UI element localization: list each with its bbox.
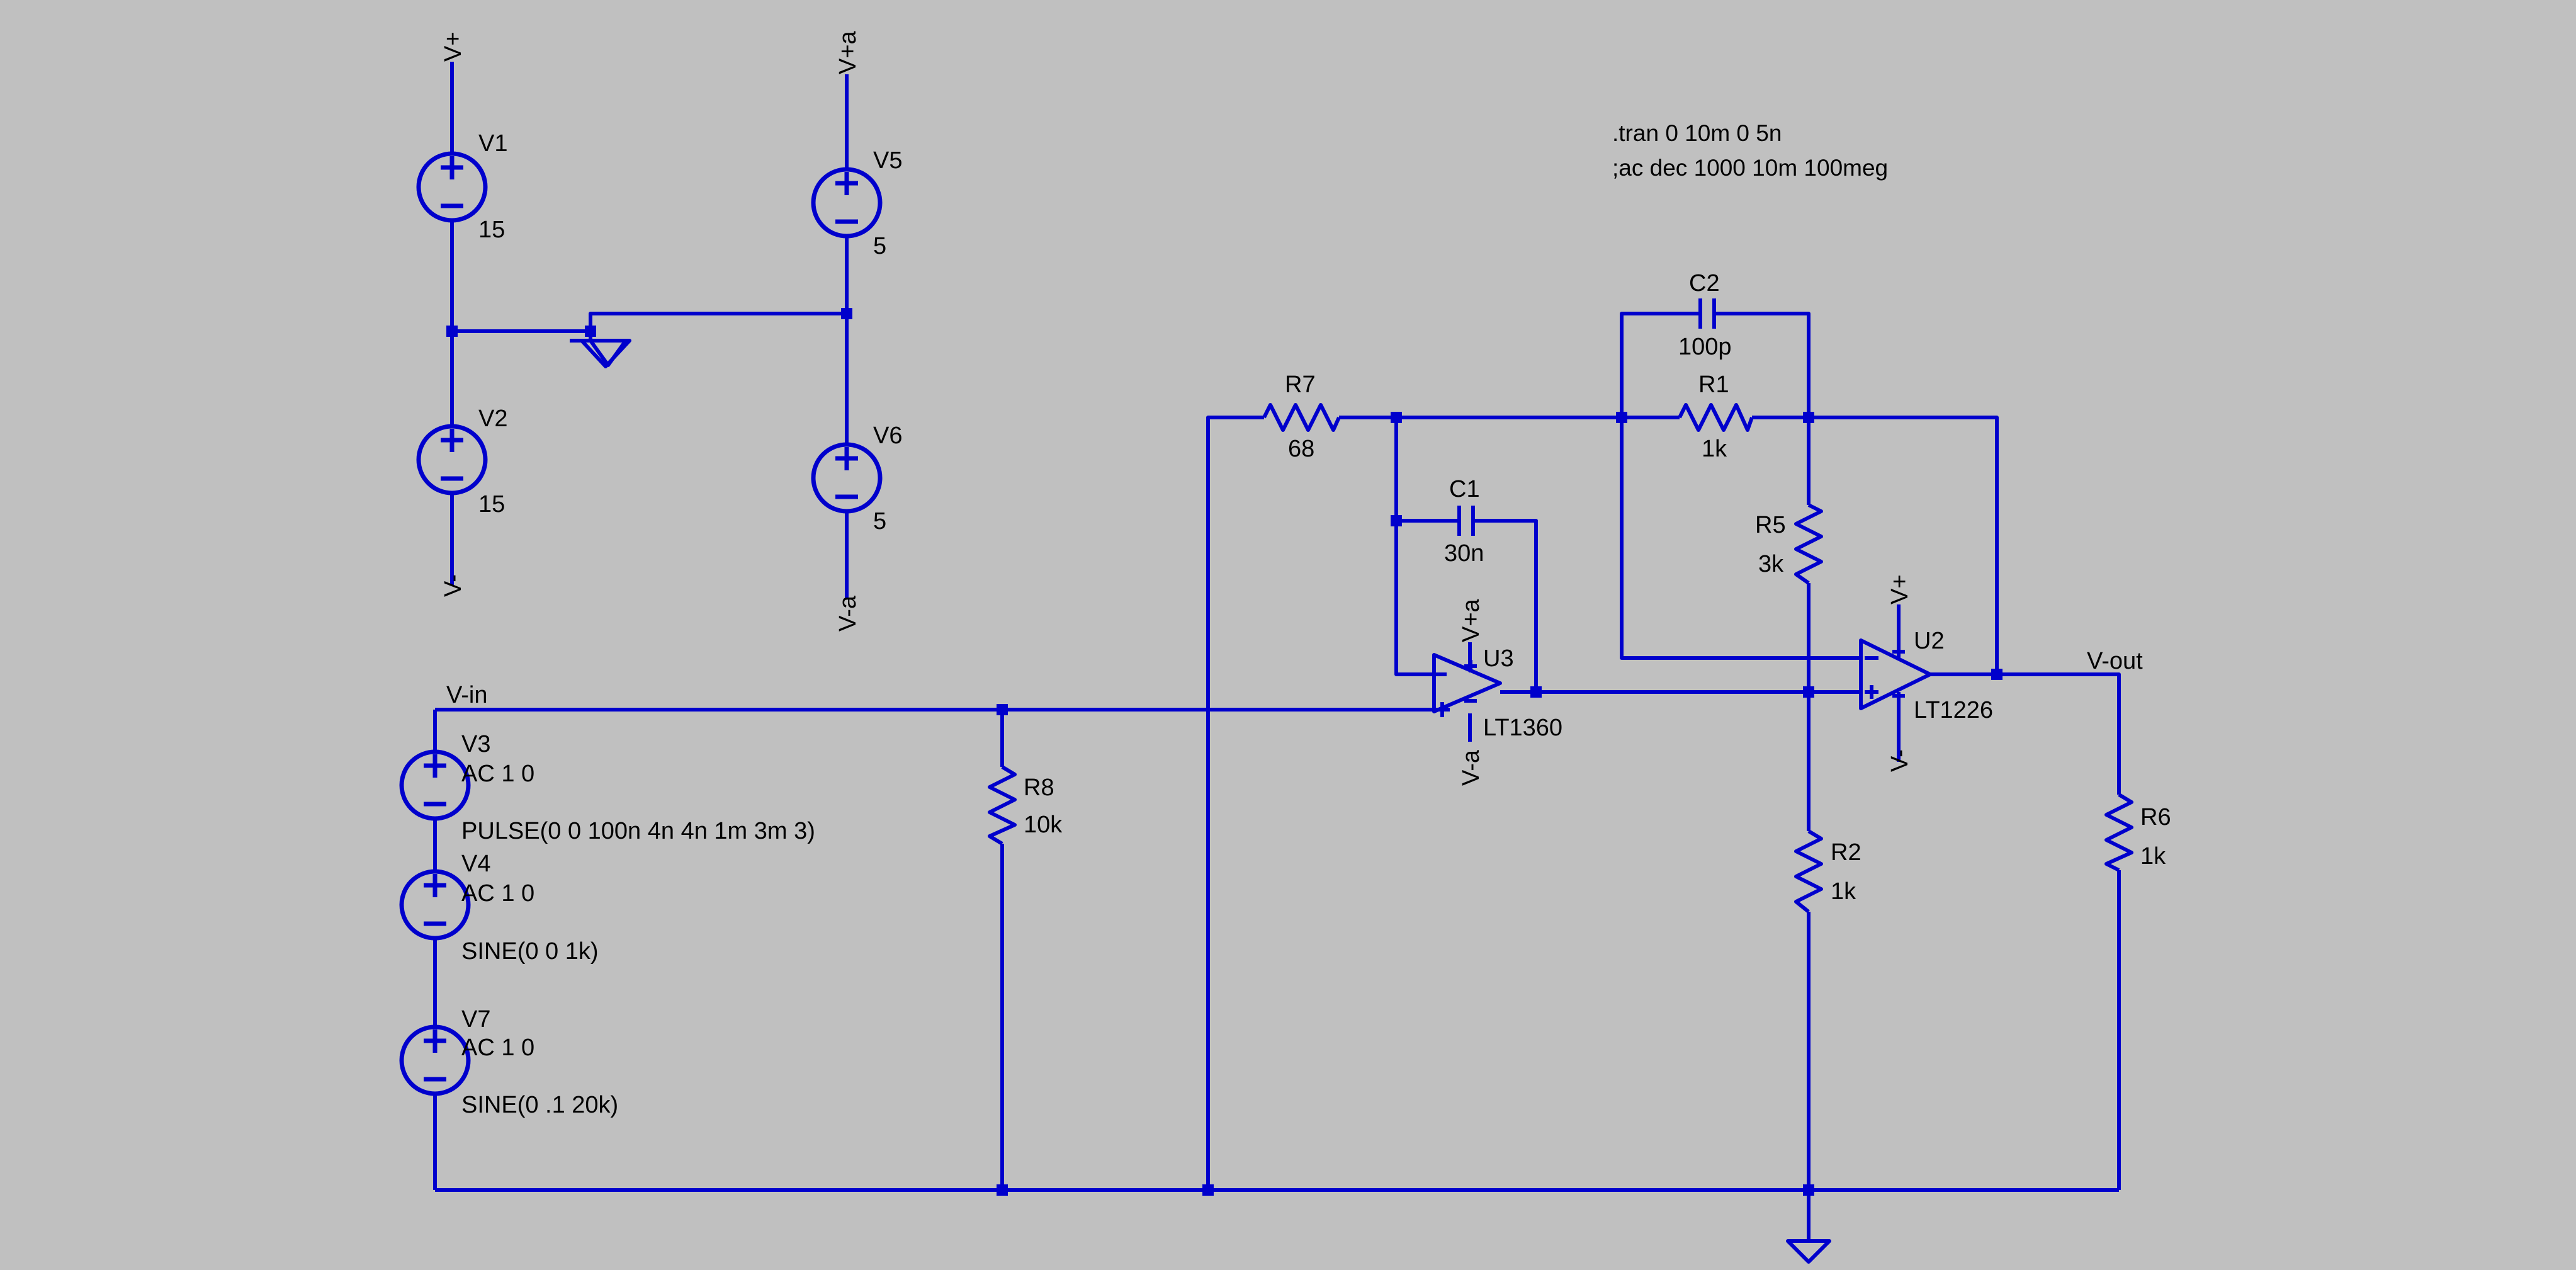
net-label-u3-vminus-a: V-a <box>1458 749 1484 786</box>
wire-u3-minus <box>1394 417 1440 676</box>
label-v3-name: V3 <box>461 731 490 757</box>
label-v4-value: SINE(0 0 1k) <box>461 938 599 965</box>
net-label-vplus-a: V+a <box>835 30 861 74</box>
label-r6-name: R6 <box>2140 804 2171 831</box>
label-r1-value: 1k <box>1702 436 1727 462</box>
net-label-vout: V-out <box>2087 648 2143 674</box>
spice-directives: .tran 0 10m 0 5n ;ac dec 1000 10m 100meg <box>1612 120 1888 181</box>
label-r5-value: 3k <box>1758 551 1784 577</box>
capacitor-c2 <box>1698 298 1716 329</box>
label-v6-value: 5 <box>873 508 886 535</box>
label-r7-name: R7 <box>1285 371 1316 398</box>
label-v5-name: V5 <box>873 147 902 174</box>
opamp-u2 <box>1859 638 1932 710</box>
net-label-u2-vminus: V- <box>1887 749 1913 772</box>
resistor-r5 <box>1794 503 1823 585</box>
label-r2-value: 1k <box>1831 878 1856 905</box>
label-v5-value: 5 <box>873 233 886 259</box>
net-label-vplus: V+ <box>440 31 466 62</box>
net-label-vminus-a: V-a <box>835 595 861 632</box>
net-label-vin: V-in <box>446 682 487 708</box>
voltage-source-v7 <box>399 1024 471 1096</box>
label-v3-ac: AC 1 0 <box>461 761 534 787</box>
label-c2-name: C2 <box>1689 270 1720 297</box>
label-r5-name: R5 <box>1755 512 1786 538</box>
label-v2-name: V2 <box>478 405 507 432</box>
label-r8-value: 10k <box>1024 812 1063 838</box>
voltage-source-v4 <box>399 869 471 941</box>
wire-c2-right <box>1714 312 1811 417</box>
resistor-r6 <box>2104 793 2133 872</box>
label-v2-value: 15 <box>478 491 505 518</box>
wire-r1-right <box>1752 416 1999 674</box>
label-v3-value: PULSE(0 0 100n 4n 4n 1m 3m 3) <box>461 818 815 844</box>
label-v7-value: SINE(0 .1 20k) <box>461 1092 618 1118</box>
label-r2-name: R2 <box>1831 839 1861 866</box>
voltage-source-v6 <box>811 442 883 514</box>
label-r1-name: R1 <box>1698 371 1729 398</box>
wire-c1-right <box>1473 519 1538 692</box>
label-u3-name: U3 <box>1483 645 1514 672</box>
voltage-source-v5 <box>811 167 883 239</box>
label-r6-value: 1k <box>2140 843 2166 870</box>
label-c1-name: C1 <box>1449 476 1480 502</box>
net-labels: V+ V- V+a V-a V+a V-a V+ V- V-in V-out <box>440 30 2143 786</box>
label-v7-name: V7 <box>461 1006 490 1033</box>
label-u3-value: LT1360 <box>1483 715 1562 741</box>
label-r8-name: R8 <box>1024 774 1054 801</box>
capacitor-c1 <box>1457 506 1475 536</box>
label-r7-value: 68 <box>1288 436 1314 462</box>
ground-symbol-bottom <box>1786 1239 1831 1264</box>
opamp-u3 <box>1432 653 1502 717</box>
junctions <box>446 308 2003 1196</box>
resistor-r8 <box>988 765 1017 846</box>
wire-gnd-to-v5v6 <box>589 312 847 331</box>
wire-c2-left <box>1620 312 1700 417</box>
ground-symbol-top <box>570 339 631 368</box>
directive-ac: ;ac dec 1000 10m 100meg <box>1612 155 1888 181</box>
voltage-source-v1 <box>416 151 488 223</box>
label-v1-value: 15 <box>478 217 505 243</box>
net-label-u3-vplus-a: V+a <box>1458 598 1484 642</box>
label-u2-name: U2 <box>1914 628 1945 654</box>
voltage-source-v2 <box>416 424 488 496</box>
voltage-source-v3 <box>399 749 471 821</box>
net-label-vminus: V- <box>440 574 466 597</box>
label-v4-name: V4 <box>461 851 490 877</box>
label-v1-name: V1 <box>478 130 507 157</box>
net-label-u2-vplus: V+ <box>1887 574 1913 604</box>
label-c1-value: 30n <box>1444 540 1484 567</box>
label-v4-ac: AC 1 0 <box>461 880 534 907</box>
directive-tran: .tran 0 10m 0 5n <box>1612 120 1782 146</box>
resistor-r1 <box>1678 403 1754 432</box>
label-c2-value: 100p <box>1678 334 1732 360</box>
resistor-r7 <box>1262 403 1341 432</box>
component-labels: V1 15 V2 15 V5 5 V6 5 V3 AC 1 0 PULSE(0 … <box>461 130 2171 1118</box>
wire-u2-minus <box>1620 417 1861 660</box>
label-v6-name: V6 <box>873 422 902 449</box>
wires <box>433 62 2121 1241</box>
wire-r7-left <box>1206 416 1264 1190</box>
resistor-r2 <box>1794 829 1823 914</box>
wire-vout <box>1930 672 2121 795</box>
label-v7-ac: AC 1 0 <box>461 1035 534 1061</box>
label-u2-value: LT1226 <box>1914 697 1993 723</box>
